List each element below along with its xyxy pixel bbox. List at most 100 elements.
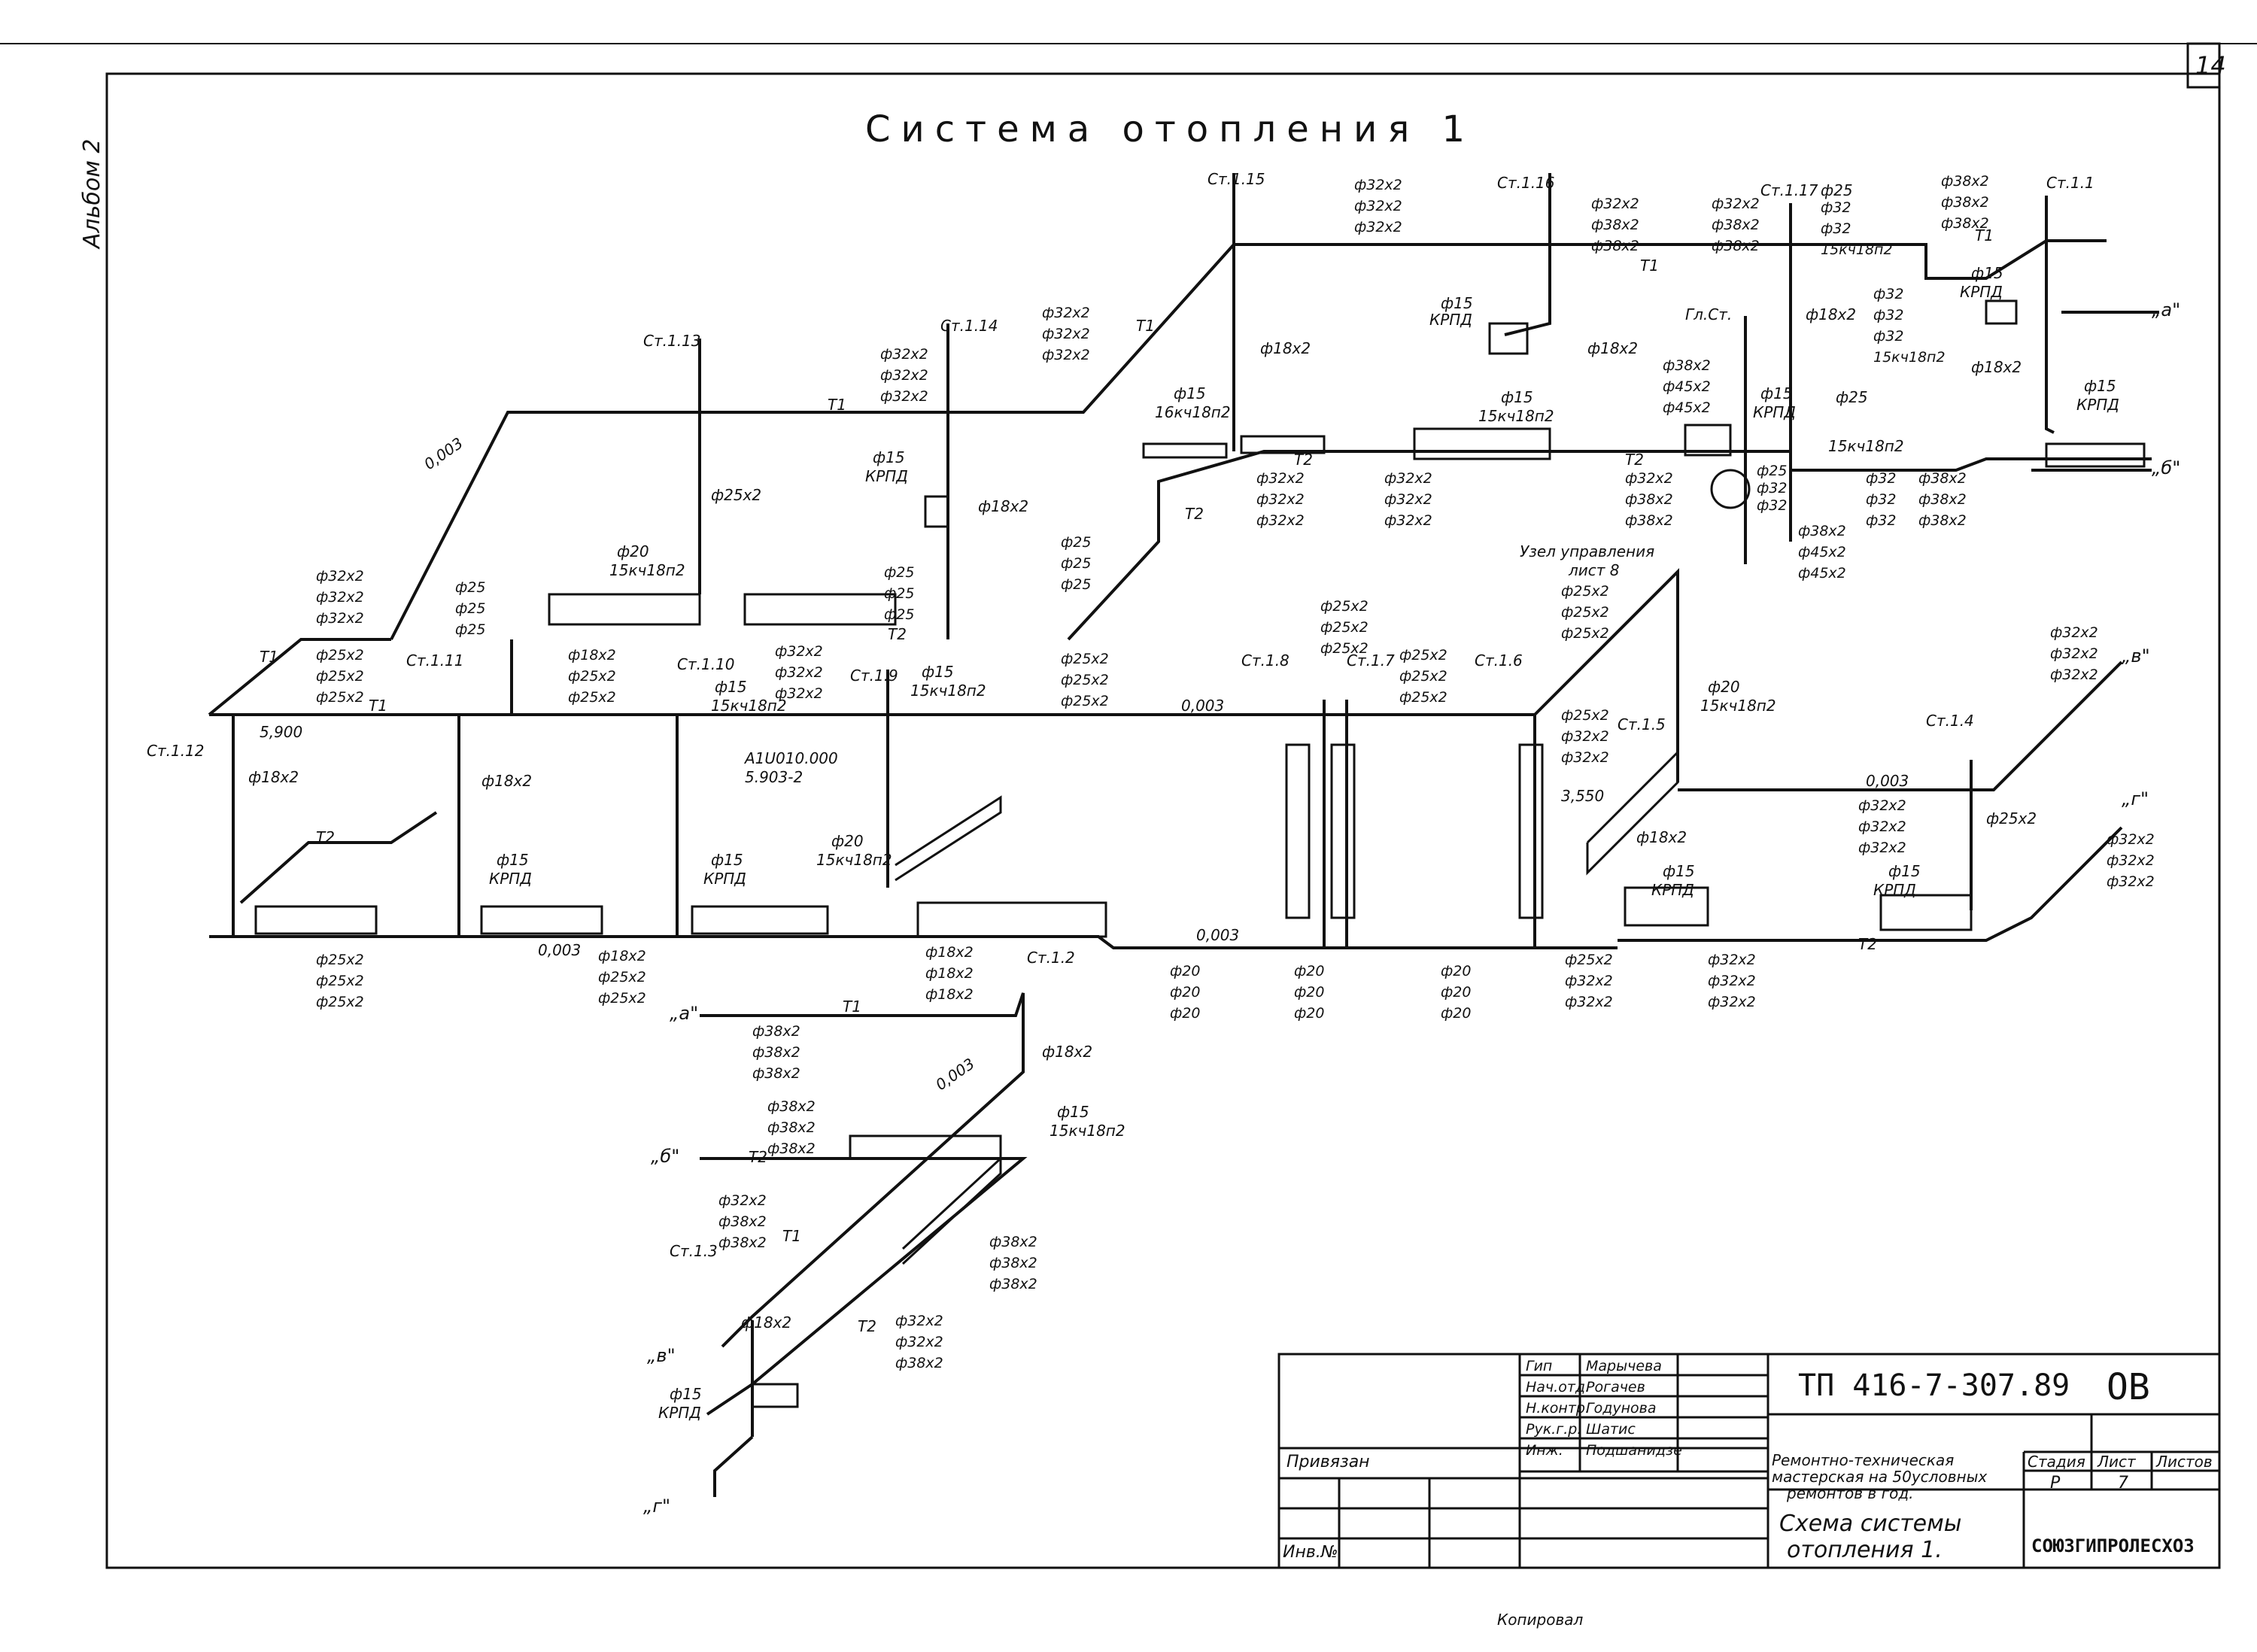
svg-text:ф32х2: ф32х2 (2107, 873, 2155, 890)
pipe-t1-upper-left (390, 411, 828, 640)
svg-text:ф32х2: ф32х2 (1384, 512, 1432, 529)
svg-text:ф38х2: ф38х2 (1798, 523, 1846, 539)
radiator (1624, 886, 1709, 927)
radiator (2045, 442, 2146, 468)
svg-text:ф32х2: ф32х2 (775, 643, 823, 660)
svg-text:ф45х2: ф45х2 (1663, 399, 1711, 416)
pipe-tag-t1: Т1 (1975, 226, 1994, 244)
dia-label: ф18х2 (1806, 305, 1856, 323)
radiator (1518, 743, 1544, 919)
svg-text:ф38х2: ф38х2 (895, 1355, 943, 1371)
svg-text:ф25: ф25 (455, 579, 485, 596)
svg-text:ф32х2: ф32х2 (2107, 831, 2155, 848)
riser-label: Ст.1.10 (677, 655, 735, 673)
radiator (1240, 435, 1326, 454)
dia-label: ф18х2 (481, 772, 532, 790)
staff-role: Н.контр. (1526, 1400, 1590, 1417)
radiator (691, 905, 829, 935)
pipe-tag-t2: Т2 (1625, 451, 1644, 469)
svg-text:ф25х2: ф25х2 (1561, 625, 1609, 642)
dia-label: ф18х2 (978, 497, 1028, 515)
svg-text:ф32: ф32 (1873, 286, 1903, 302)
valve-dia: ф15 (1057, 1103, 1089, 1121)
dia-label: ф18х2 (1587, 339, 1638, 357)
col-sheet: Лист (2097, 1453, 2137, 1471)
pipe-tag-t1: Т1 (843, 998, 861, 1016)
valve-dia: ф15 (922, 663, 954, 681)
svg-text:ф25х2: ф25х2 (1061, 693, 1109, 709)
svg-text:ф32: ф32 (1821, 199, 1851, 216)
radiator (916, 901, 1107, 938)
slope-label: 0,003 (1181, 697, 1224, 715)
dia-label: ф25х2 (1986, 809, 2037, 828)
tied-label: Привязан (1286, 1453, 1370, 1471)
svg-text:ф32: ф32 (1866, 470, 1896, 487)
svg-text:ф18х2: ф18х2 (925, 944, 974, 961)
valve-dia: ф15 (1971, 264, 2003, 282)
sheet-title: Схема системы (1779, 1511, 1961, 1537)
svg-text:ф25: ф25 (1061, 534, 1091, 551)
svg-text:ф32х2: ф32х2 (316, 610, 364, 627)
valve-type: КРПД (1960, 283, 2003, 301)
drawing-labels: Ст.1.13 Ст.1.14 Ст.1.15 Ст.1.16 Ст.1.17 … (147, 170, 2180, 1517)
svg-text:ф32х2: ф32х2 (1042, 347, 1090, 363)
pipe-t2-upper-right (1791, 457, 2152, 472)
svg-text:ф25х2: ф25х2 (316, 952, 364, 968)
album-label: Альбом 2 (79, 139, 105, 251)
svg-text:ф32х2: ф32х2 (775, 685, 823, 702)
svg-text:ф25х2: ф25х2 (1061, 651, 1109, 667)
svg-text:ф32х2: ф32х2 (1384, 470, 1432, 487)
valve-type: КРПД (658, 1404, 701, 1422)
valve-type: КРПД (489, 870, 532, 888)
svg-text:ф32: ф32 (1757, 480, 1787, 497)
svg-text:ф38х2: ф38х2 (752, 1065, 800, 1082)
pipe-t1-upper-mid (828, 243, 1843, 414)
svg-text:ф32х2: ф32х2 (1708, 973, 1756, 989)
valve-type: КРПД (1429, 311, 1472, 329)
pipe-tag-t2: Т2 (888, 625, 907, 643)
radiator (548, 593, 701, 626)
pipe-t1-lower-to-st12 (721, 992, 1025, 1348)
valve-type: 15кч18п2 (1700, 697, 1776, 715)
project-line: мастерская на 50условных (1772, 1468, 1987, 1486)
svg-text:ф32: ф32 (1757, 497, 1787, 514)
col-stage: Стадия (2028, 1453, 2085, 1471)
svg-text:ф25х2: ф25х2 (1320, 619, 1368, 636)
inv-label: Инв.№ (1283, 1543, 1338, 1562)
staff-role: Гип (1526, 1358, 1552, 1374)
svg-text:ф25: ф25 (1061, 555, 1091, 572)
svg-text:ф38х2: ф38х2 (1712, 238, 1760, 254)
pipe-tag-t2: Т2 (858, 1317, 876, 1335)
svg-text:ф32х2: ф32х2 (2050, 667, 2098, 683)
svg-text:ф38х2: ф38х2 (767, 1140, 816, 1157)
valve-dia: ф20 (1708, 678, 1740, 696)
svg-text:ф32х2: ф32х2 (1625, 470, 1673, 487)
riser-label: Ст.1.15 (1207, 170, 1265, 188)
svg-text:ф25х2: ф25х2 (1399, 668, 1447, 685)
svg-text:ф20: ф20 (1294, 984, 1324, 1001)
svg-text:ф25: ф25 (884, 564, 914, 581)
dia-label: ф18х2 (248, 768, 299, 786)
valve-type: КРПД (1651, 881, 1694, 899)
svg-text:ф25: ф25 (1061, 576, 1091, 593)
svg-text:ф32х2: ф32х2 (1712, 196, 1760, 212)
svg-text:ф32х2: ф32х2 (2050, 624, 2098, 641)
svg-text:ф25х2: ф25х2 (316, 994, 364, 1010)
valve-dia: ф15 (873, 448, 905, 466)
svg-text:ф32х2: ф32х2 (1858, 797, 1906, 814)
svg-text:ф32х2: ф32х2 (880, 346, 928, 363)
svg-text:ф20: ф20 (1170, 1005, 1200, 1022)
svg-text:ф25х2: ф25х2 (1561, 583, 1609, 600)
svg-text:ф32: ф32 (1821, 220, 1851, 237)
conn-b: „б" (651, 1146, 679, 1167)
dia-label: ф25х2 (711, 486, 761, 504)
